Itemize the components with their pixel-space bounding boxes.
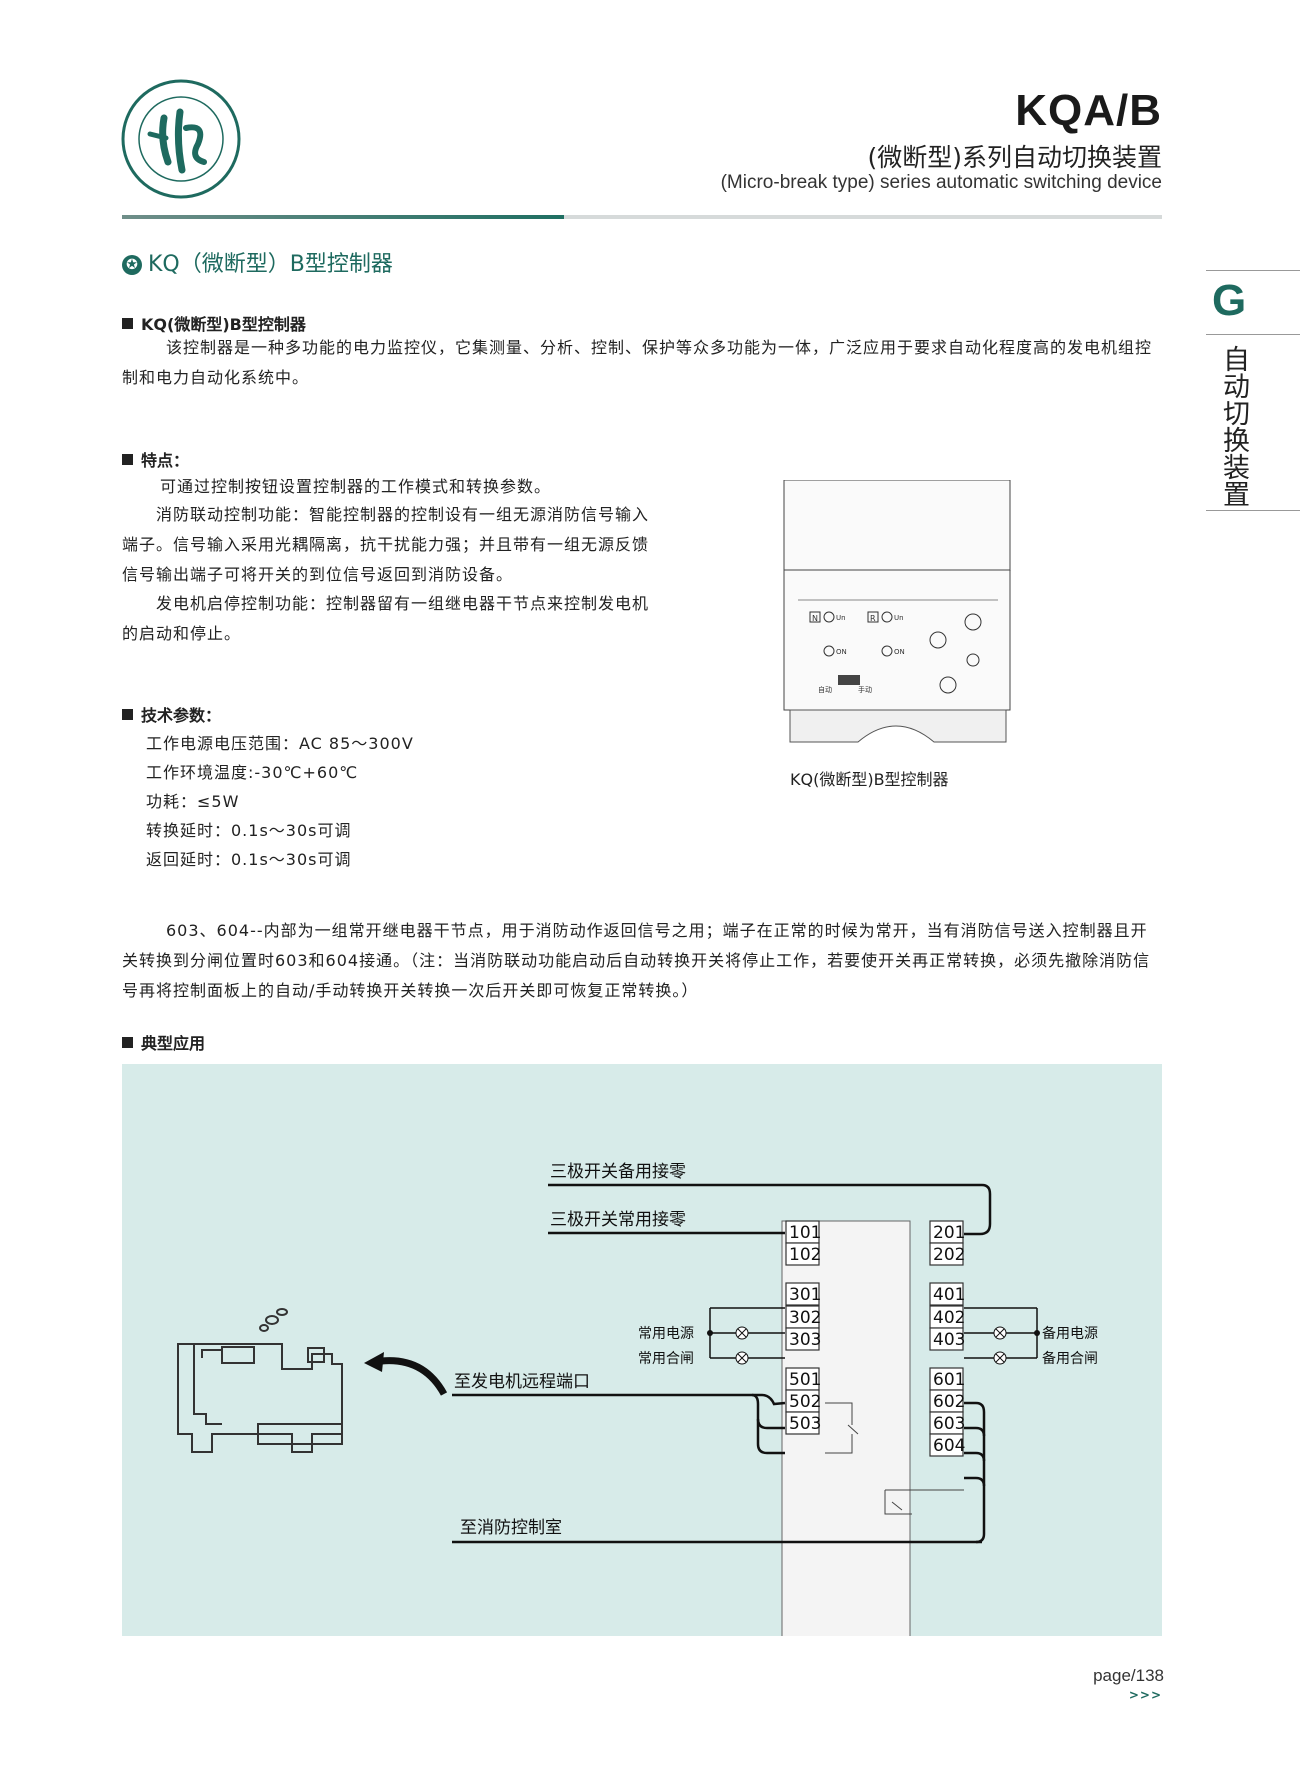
header-divider-accent bbox=[122, 215, 564, 219]
tech-heading: 技术参数： bbox=[122, 702, 221, 726]
device-label-un1: Un bbox=[836, 614, 846, 622]
label-to-fire-room: 至消防控制室 bbox=[460, 1518, 562, 1538]
label-normal-neutral: 三极开关常用接零 bbox=[550, 1210, 686, 1230]
application-heading-text: 典型应用 bbox=[141, 1034, 206, 1053]
features-heading-text: 特点： bbox=[141, 451, 190, 470]
side-tab-label: 自动切换装置 bbox=[1218, 345, 1249, 507]
terminal-label: 501 bbox=[789, 1370, 821, 1390]
terminal-label: 202 bbox=[933, 1245, 965, 1265]
page-number: page/138 bbox=[1093, 1666, 1164, 1685]
product-subtitle-cn: (微断型)系列自动切换装置 bbox=[867, 143, 1162, 172]
company-logo bbox=[121, 79, 241, 199]
side-tab-divider-mid bbox=[1206, 334, 1300, 335]
terminal-box bbox=[785, 1242, 820, 1266]
device-caption: KQ(微断型)B型控制器 bbox=[790, 770, 949, 789]
features-heading: 特点： bbox=[122, 447, 189, 471]
spec-voltage: 工作电源电压范围：AC 85～300V bbox=[146, 734, 414, 753]
terminal-label: 303 bbox=[789, 1330, 821, 1350]
terminal-label: 602 bbox=[933, 1392, 965, 1412]
product-series-title: KQA/B bbox=[1015, 86, 1162, 135]
next-page-arrows: >>> bbox=[1128, 1688, 1162, 1702]
device-label-on1: ON bbox=[836, 648, 847, 656]
side-tab-divider-top bbox=[1206, 270, 1300, 271]
terminal-label: 603 bbox=[933, 1414, 965, 1434]
terminal-box bbox=[785, 1282, 820, 1306]
terminal-box bbox=[785, 1411, 820, 1435]
device-label-n: N bbox=[812, 614, 818, 623]
feature-item: 可通过控制按钮设置控制器的工作模式和转换参数。 bbox=[160, 477, 552, 496]
square-bullet-icon bbox=[122, 454, 133, 465]
device-label-auto: 自动 bbox=[818, 685, 832, 694]
terminal-label: 102 bbox=[789, 1245, 821, 1265]
feature-item: 发电机启停控制功能：控制器留有一组继电器干节点来控制发电机的启动和停止。 bbox=[122, 594, 650, 643]
terminal-box bbox=[929, 1282, 964, 1306]
terminal-box bbox=[929, 1242, 964, 1266]
terminal-label: 101 bbox=[789, 1223, 821, 1243]
terminal-label: 604 bbox=[933, 1436, 965, 1456]
terminal-label: 502 bbox=[789, 1392, 821, 1412]
device-label-un2: Un bbox=[894, 614, 904, 622]
label-backup-close: 备用合闸 bbox=[1042, 1350, 1098, 1367]
side-tab-divider-bottom bbox=[1206, 510, 1300, 511]
star-icon: ✪ bbox=[122, 255, 142, 275]
controller-device-image: N Un R Un ON ON 自动 手动 bbox=[783, 480, 1011, 743]
header-divider bbox=[122, 215, 1162, 219]
device-label-on2: ON bbox=[894, 648, 905, 656]
label-backup-power: 备用电源 bbox=[1042, 1325, 1098, 1342]
terminal-box bbox=[929, 1327, 964, 1351]
intro-heading-text: KQ(微断型)B型控制器 bbox=[141, 315, 306, 334]
label-to-generator: 至发电机远程端口 bbox=[454, 1372, 590, 1392]
side-tab-letter: G bbox=[1212, 276, 1247, 325]
spec-switch-delay: 转换延时：0.1s～30s可调 bbox=[146, 821, 352, 840]
terminal-label: 403 bbox=[933, 1330, 965, 1350]
diagram-background bbox=[122, 1064, 1162, 1636]
terminal-label: 201 bbox=[933, 1223, 965, 1243]
section-title: ✪ KQ（微断型）B型控制器 bbox=[122, 246, 393, 278]
terminal-box bbox=[785, 1327, 820, 1351]
application-heading: 典型应用 bbox=[122, 1030, 205, 1054]
square-bullet-icon bbox=[122, 318, 133, 329]
terminal-label: 601 bbox=[933, 1370, 965, 1390]
label-backup-neutral: 三极开关备用接零 bbox=[550, 1162, 686, 1182]
intro-heading: KQ(微断型)B型控制器 bbox=[122, 311, 306, 335]
note-paragraph: 603、604--内部为一组常开继电器干节点，用于消防动作返回信号之用；端子在正… bbox=[122, 921, 1151, 1000]
terminal-label: 401 bbox=[933, 1285, 965, 1305]
section-title-text: KQ（微断型）B型控制器 bbox=[148, 252, 393, 277]
terminal-label: 503 bbox=[789, 1414, 821, 1434]
spec-temperature: 工作环境温度:-30℃+60℃ bbox=[146, 763, 359, 782]
spec-return-delay: 返回延时：0.1s～30s可调 bbox=[146, 850, 352, 869]
intro-paragraph: 该控制器是一种多功能的电力监控仪，它集测量、分析、控制、保护等众多功能为一体，广… bbox=[122, 338, 1153, 387]
device-label-manual: 手动 bbox=[858, 685, 872, 694]
generator-icon bbox=[177, 1308, 343, 1453]
label-normal-power: 常用电源 bbox=[638, 1326, 694, 1342]
terminal-label: 301 bbox=[789, 1285, 821, 1305]
spec-power: 功耗：≤5W bbox=[146, 792, 240, 811]
device-label-r: R bbox=[870, 614, 876, 623]
square-bullet-icon bbox=[122, 709, 133, 720]
tech-heading-text: 技术参数： bbox=[141, 706, 222, 725]
terminal-box bbox=[929, 1433, 964, 1457]
square-bullet-icon bbox=[122, 1037, 133, 1048]
terminal-label: 402 bbox=[933, 1308, 965, 1328]
product-subtitle-en: (Micro-break type) series automatic swit… bbox=[720, 172, 1162, 193]
feature-item: 消防联动控制功能：智能控制器的控制设有一组无源消防信号输入端子。信号输入采用光耦… bbox=[122, 505, 650, 584]
label-normal-close: 常用合闸 bbox=[638, 1351, 694, 1367]
terminal-label: 302 bbox=[789, 1308, 821, 1328]
